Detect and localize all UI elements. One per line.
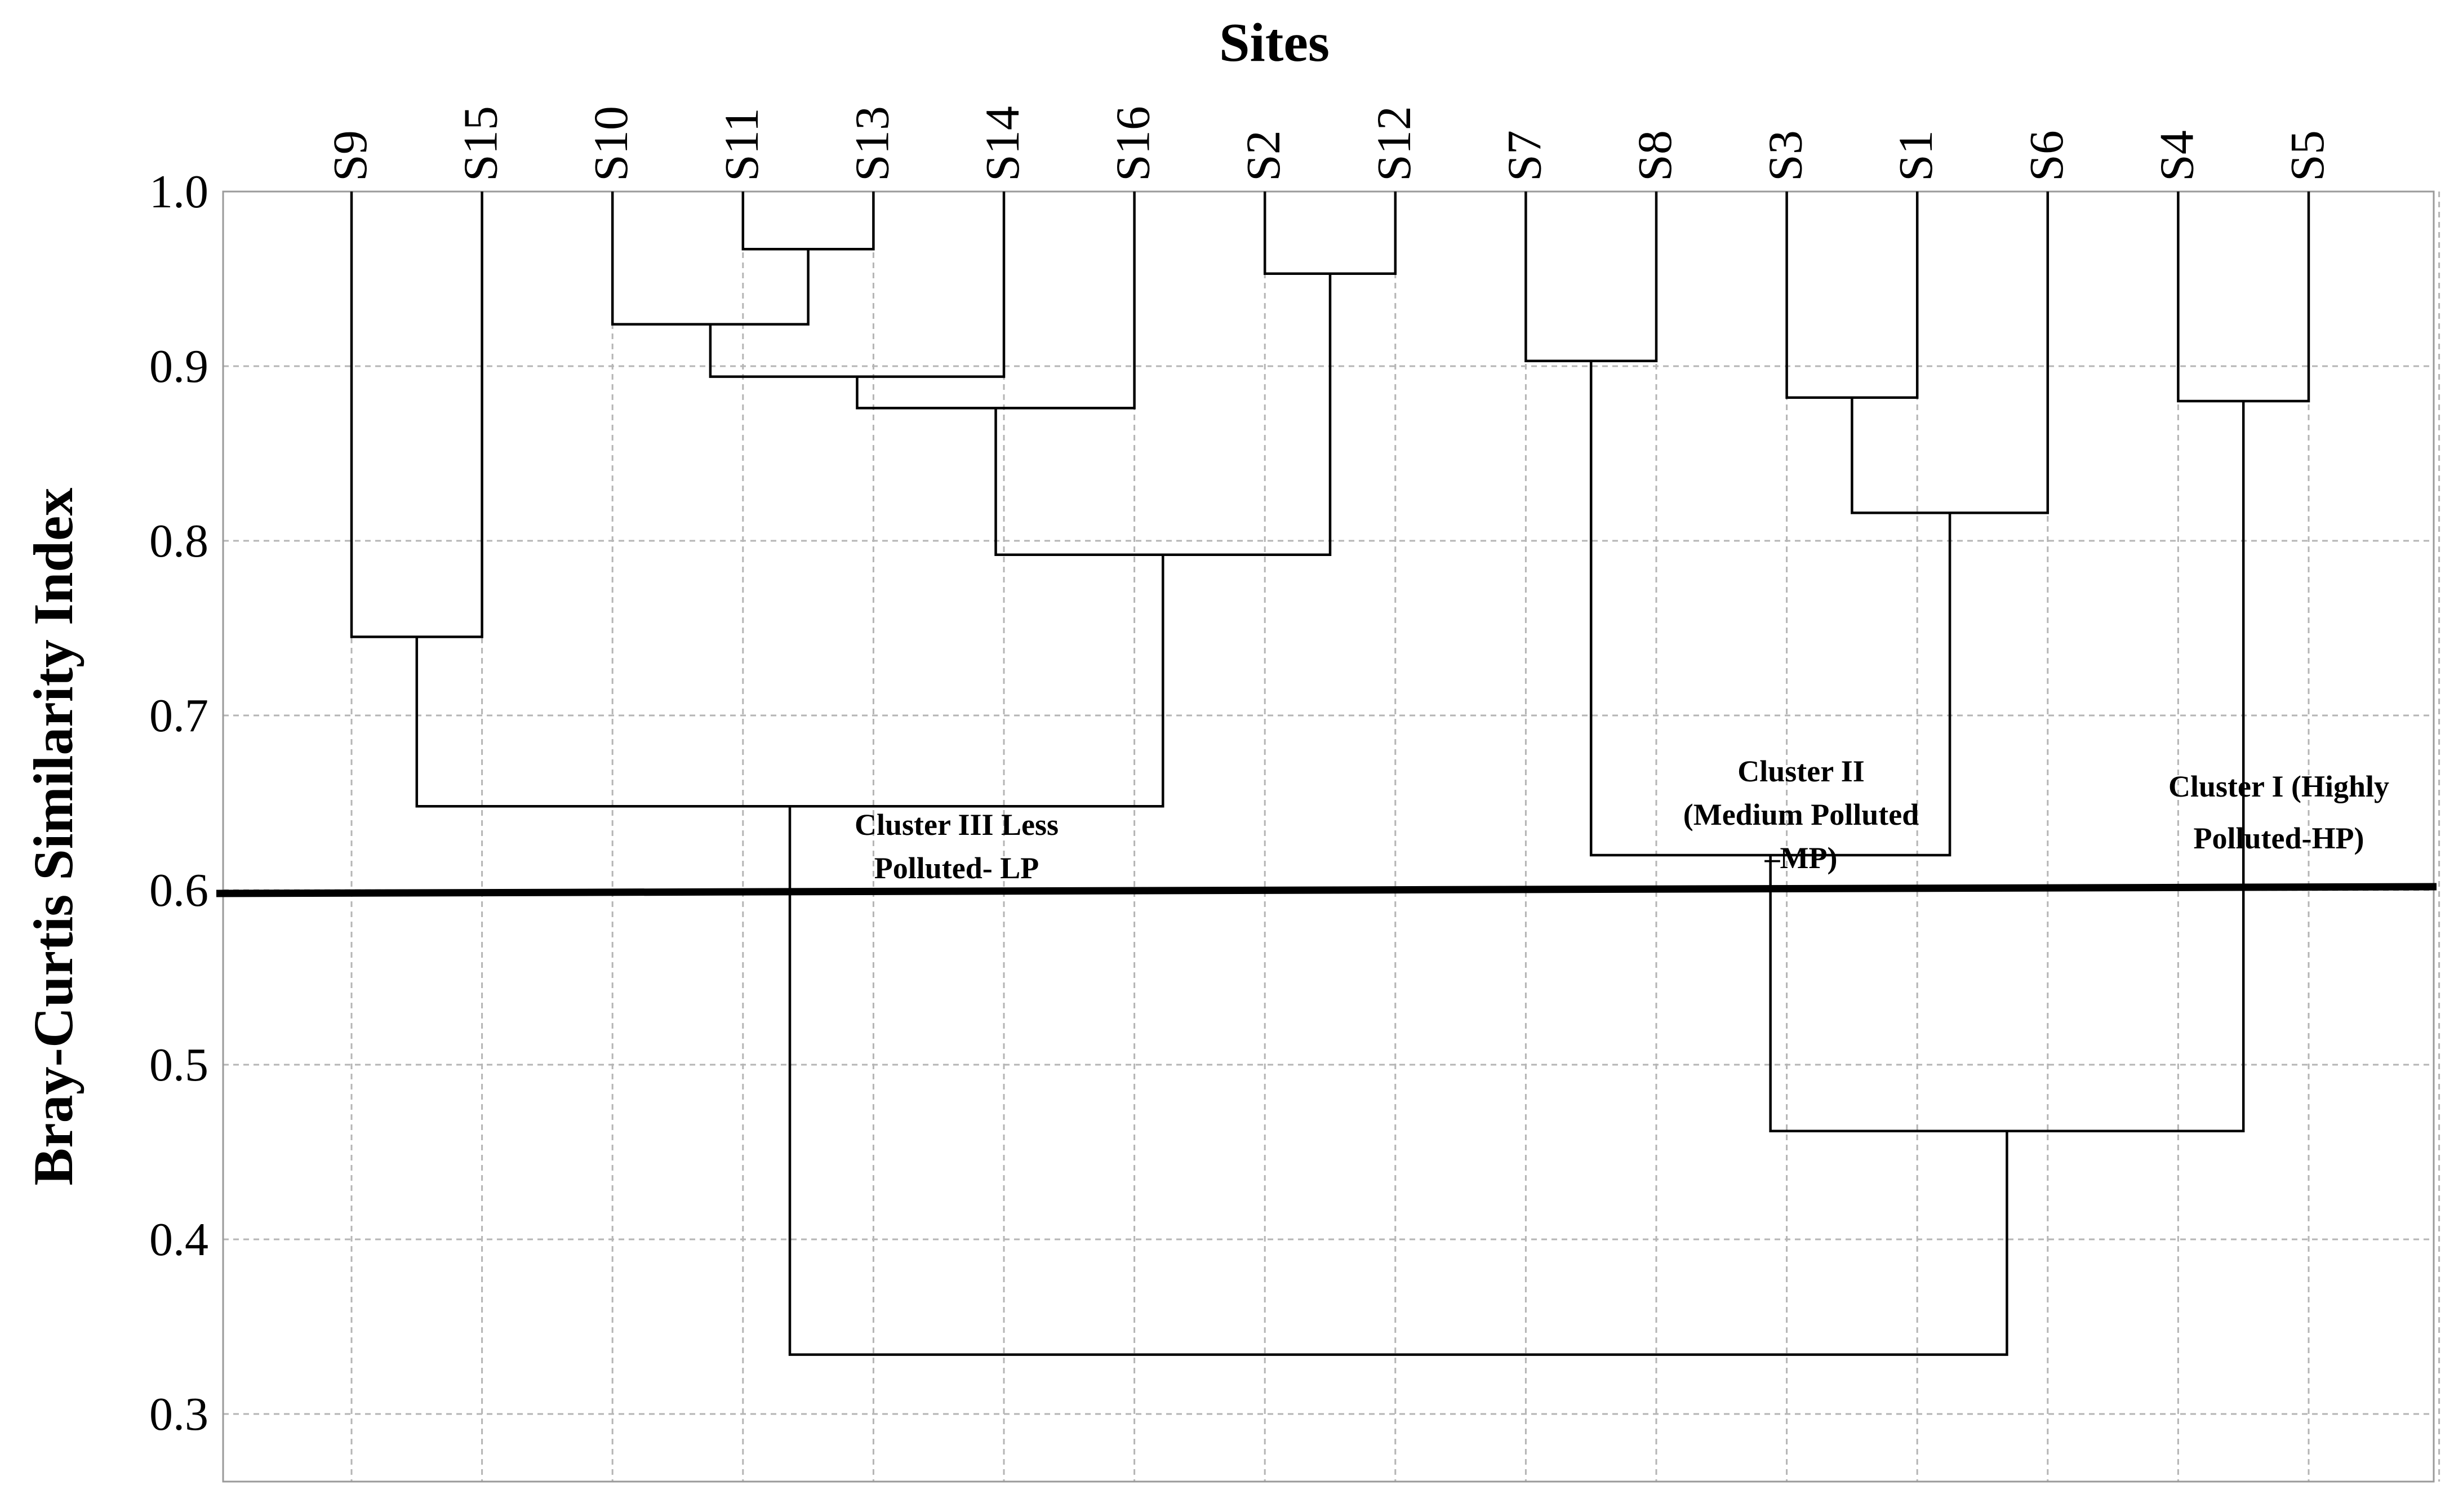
site-label: S10 [584,106,638,181]
y-tick-label: 0.8 [149,515,208,567]
site-label: S14 [975,106,1029,181]
dendrogram-link [350,192,483,638]
cluster-annotation: Cluster II(Medium Polluted–MP) [1683,754,1919,875]
dendrogram-link [709,192,1006,378]
plot-frame [222,190,2435,1483]
site-labels: S9 S15 S10 S11 S13 S14 S16 S2 S12 S7 S8 S3 S1 S6 S4 S5 [323,106,2334,181]
site-label: S6 [2019,130,2073,181]
dendrogram-link [1524,192,1658,362]
y-tick-label: 0.9 [149,340,208,393]
site-label: S5 [2280,130,2334,181]
dendrogram-link [2177,192,2310,403]
y-tick-label: 0.4 [149,1213,208,1266]
site-label: S13 [844,106,899,181]
site-label: S8 [1628,130,1682,181]
dendrogram-link [1263,192,1397,275]
site-label: S1 [1888,130,1942,181]
y-axis-ticks: 0.3 0.4 0.5 0.6 0.7 0.8 0.9 1.0 [149,166,208,1440]
cut-line [216,883,2437,897]
site-label: S9 [323,130,377,181]
y-tick-label: 0.5 [149,1039,208,1091]
site-label: S16 [1106,106,1160,181]
dendrogram-link [611,192,810,326]
site-label: S11 [714,108,768,181]
site-label: S15 [454,106,508,181]
dendrogram-link [1851,192,2050,514]
y-tick-label: 0.6 [149,864,208,917]
dendrogram-link [788,806,2008,1356]
y-tick-label: 0.7 [149,690,208,742]
site-label: S2 [1236,130,1290,181]
dendrogram-link [415,554,1164,808]
dendrogram-link [994,273,1332,557]
y-tick-label: 1.0 [149,166,208,218]
site-label: S12 [1367,106,1421,181]
site-label: S3 [1758,130,1812,181]
dendrogram-branches [350,192,2310,1356]
dendrogram-link [741,192,875,251]
site-label: S4 [2149,130,2203,181]
chart-title: Sites [1219,12,1330,73]
site-label: S7 [1497,130,1551,181]
y-tick-label: 0.3 [149,1388,208,1440]
y-axis-title: Bray-Curtis Similarity Index [22,488,85,1186]
